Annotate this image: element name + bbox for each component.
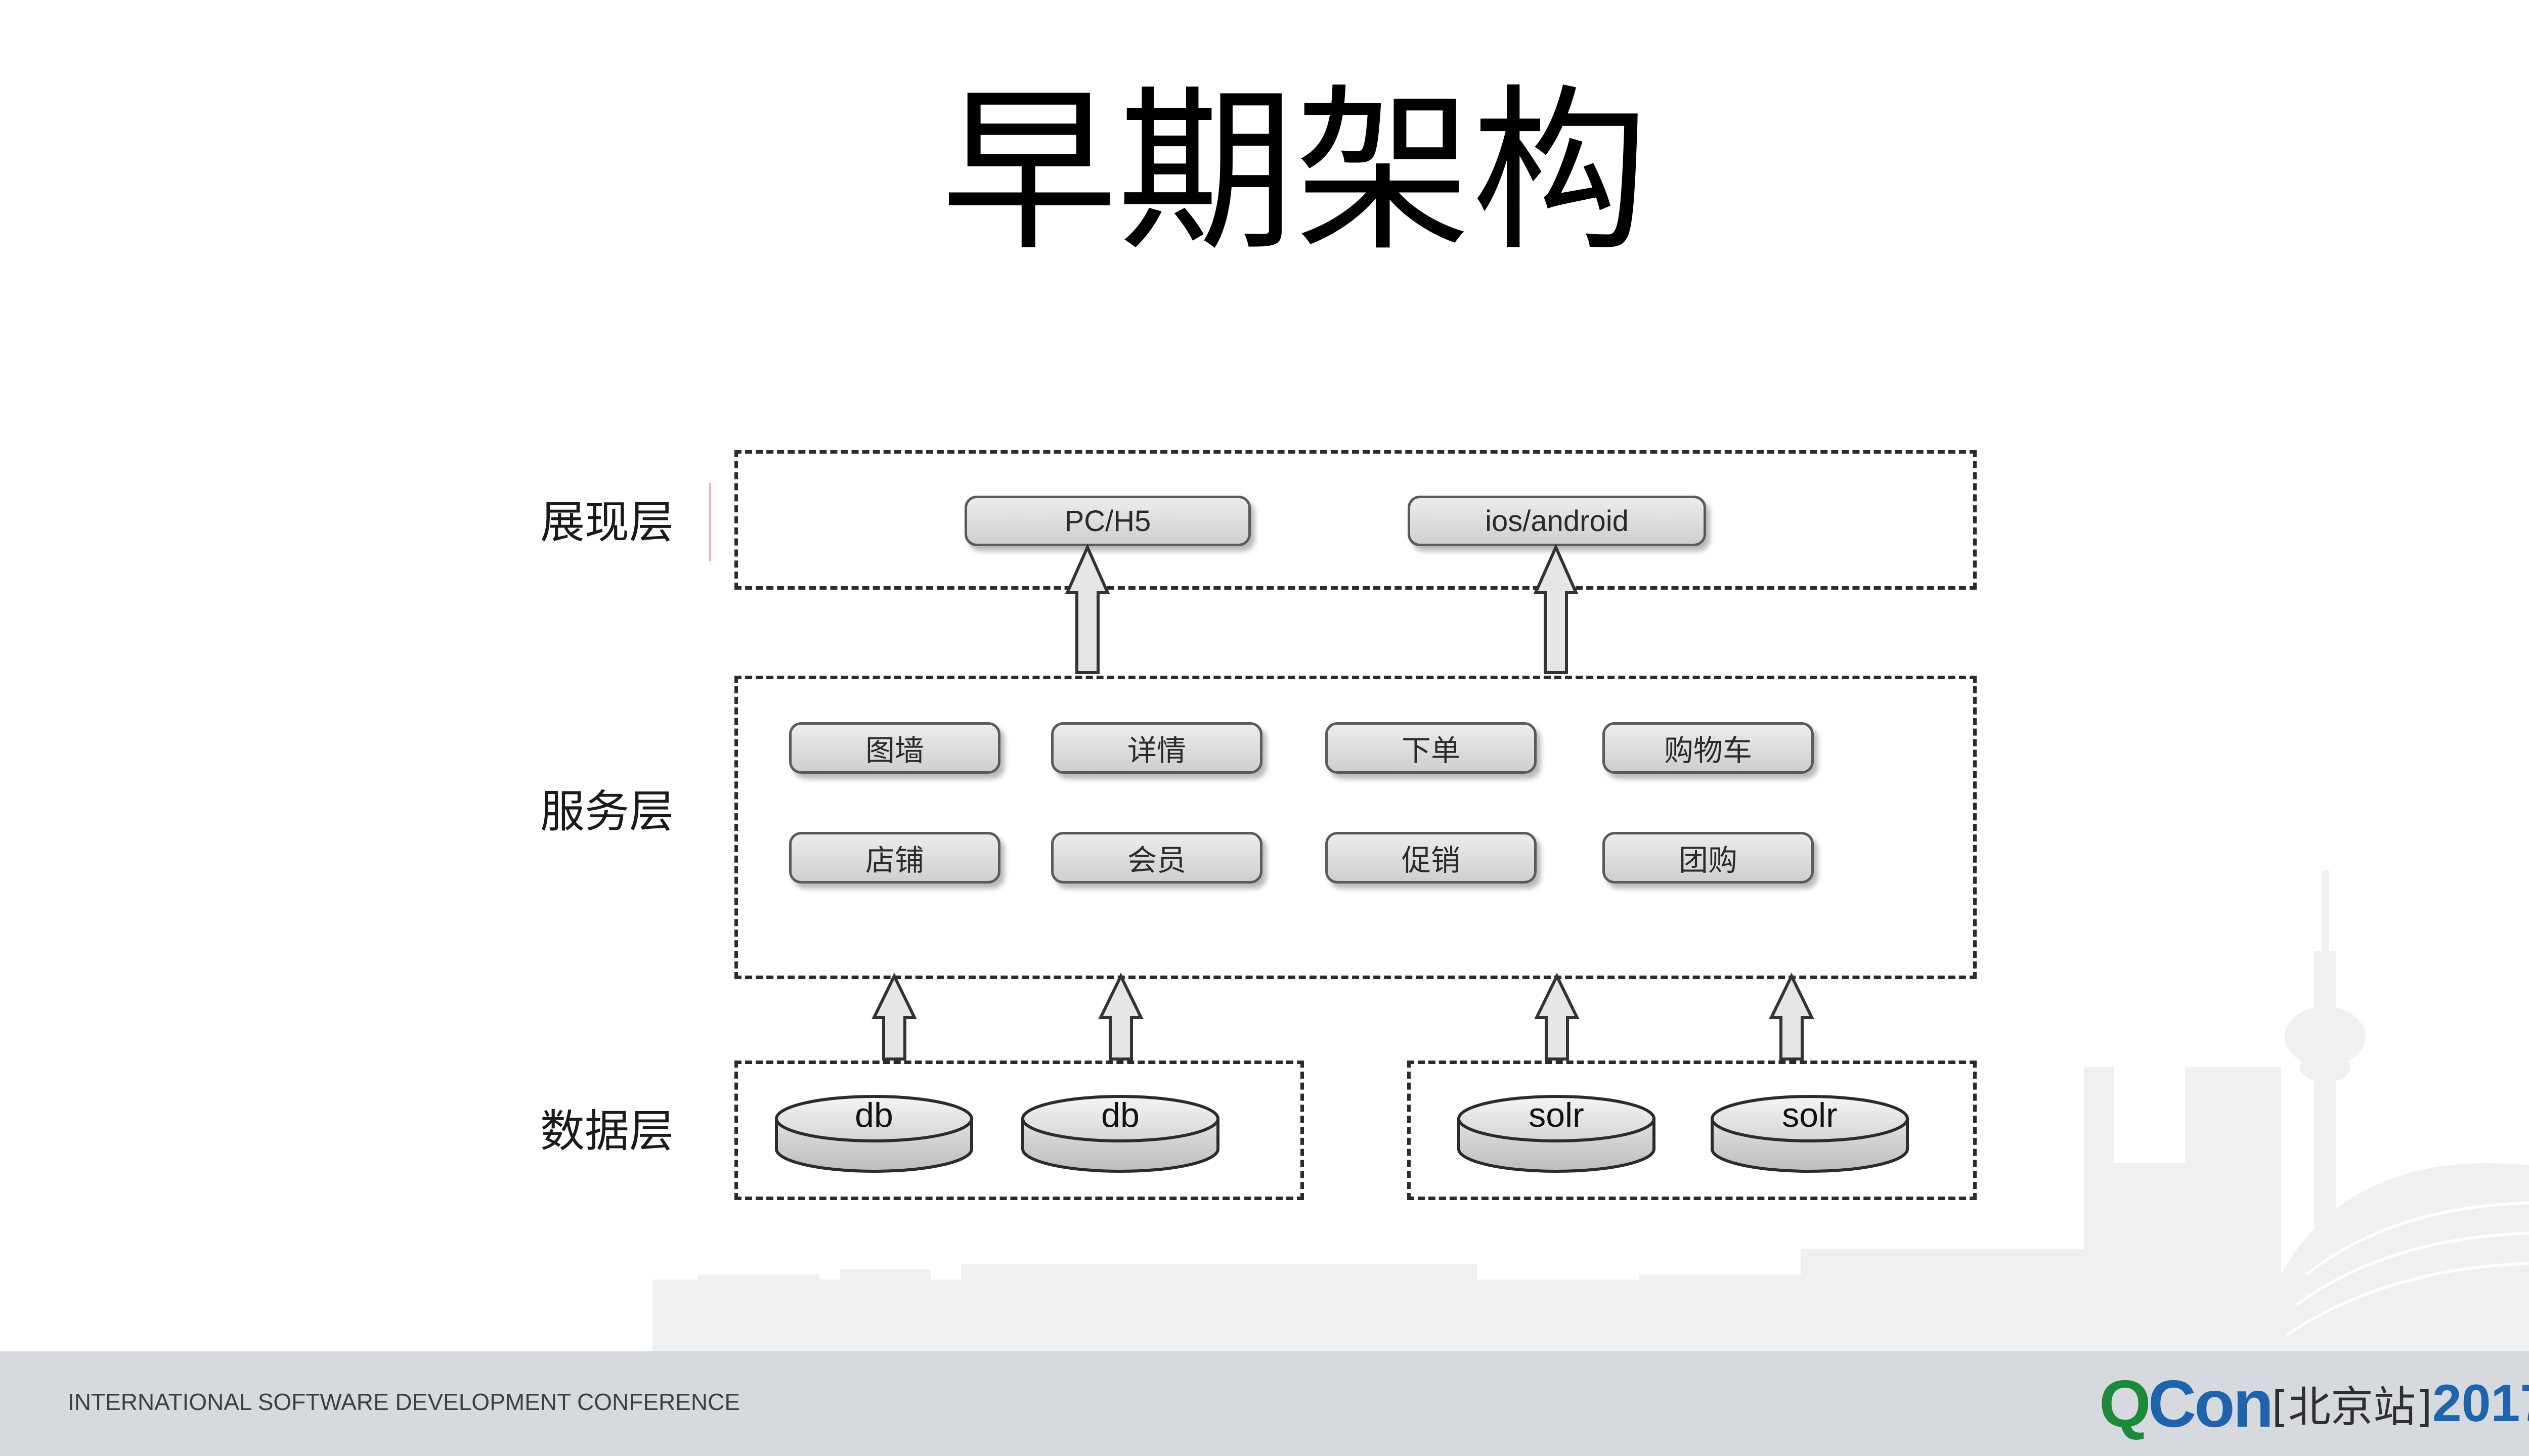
solr-label-1: solr xyxy=(1529,1096,1584,1134)
arrow-db1-to-service xyxy=(871,973,917,1061)
node-tuangou: 团购 xyxy=(1602,832,1814,884)
presentation-marker xyxy=(709,483,711,561)
service-layer-box xyxy=(734,676,1977,979)
arrow-solr2-to-service xyxy=(1769,973,1814,1061)
db-cylinder-1 xyxy=(775,1095,973,1173)
node-ios-android: ios/android xyxy=(1408,496,1706,546)
logo-q: Q xyxy=(2099,1366,2151,1441)
logo-con: Con xyxy=(2148,1366,2274,1441)
solr-cylinder-1 xyxy=(1457,1095,1655,1173)
logo-city: [北京站] xyxy=(2272,1382,2432,1432)
node-pc-h5: PC/H5 xyxy=(965,496,1251,546)
arrow-service-to-pc xyxy=(1065,543,1110,674)
db-label-1: db xyxy=(855,1096,893,1134)
logo-year: 2017 xyxy=(2432,1374,2529,1433)
db-cylinder-2 xyxy=(1021,1095,1219,1173)
qcon-logo: QCon[北京站]2017 xyxy=(2099,1365,2529,1441)
data-layer-box-db xyxy=(734,1061,1304,1200)
conference-name: INTERNATIONAL SOFTWARE DEVELOPMENT CONFE… xyxy=(68,1389,740,1415)
node-tuqiang: 图墙 xyxy=(789,722,1000,774)
node-huiyuan: 会员 xyxy=(1051,832,1262,884)
node-xiangqing: 详情 xyxy=(1051,722,1262,774)
node-cuxiao: 促销 xyxy=(1325,832,1537,884)
layer-label-presentation: 展现层 xyxy=(540,496,674,548)
node-dianpu: 店铺 xyxy=(789,832,1000,884)
arrow-service-to-mobile xyxy=(1533,543,1579,674)
slide-title: 早期架构 xyxy=(940,69,1649,275)
solr-label-2: solr xyxy=(1782,1096,1838,1134)
arrow-db2-to-service xyxy=(1098,973,1144,1061)
node-gouwuche: 购物车 xyxy=(1602,722,1814,774)
layer-label-data: 数据层 xyxy=(540,1105,674,1157)
data-layer-box-solr xyxy=(1407,1061,1977,1200)
presentation-layer-box xyxy=(734,450,1977,590)
node-xiadan: 下单 xyxy=(1325,722,1537,774)
arrow-solr1-to-service xyxy=(1534,973,1580,1061)
solr-cylinder-2 xyxy=(1711,1095,1909,1173)
db-label-2: db xyxy=(1101,1096,1140,1134)
layer-label-service: 服务层 xyxy=(540,785,674,837)
footer-bar xyxy=(0,1351,2529,1456)
